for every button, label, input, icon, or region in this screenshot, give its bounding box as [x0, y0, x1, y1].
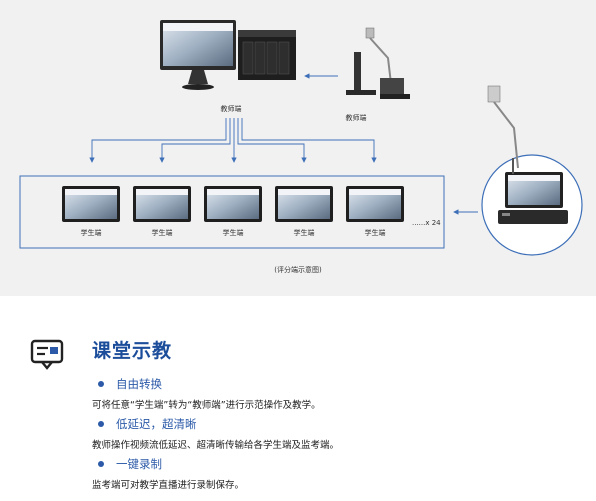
- feature-item-one-click-record: 一键录制 监考端可对教学直播进行录制保存。: [92, 456, 572, 491]
- feature-item-desc: 监考端可对教学直播进行录制保存。: [92, 480, 245, 491]
- student-laptop-5: [346, 186, 404, 222]
- bullet-icon: [98, 461, 104, 467]
- feature-item-title: 自由转换: [116, 377, 162, 391]
- teacher-pc-tower: [238, 30, 296, 80]
- feature-item-low-latency: 低延迟，超清晰 教师操作视频流低延迟、超清晰传输给各学生端及监考端。: [92, 416, 572, 451]
- student-laptop-2: [133, 186, 191, 222]
- teacher-device-circle: [481, 154, 583, 256]
- feature-item-desc: 可将任意“学生端”转为“教师端”进行示范操作及教学。: [92, 400, 321, 411]
- student-label-5: 学生端: [364, 229, 386, 237]
- feature-section: 课堂示教 自由转换 可将任意“学生端”转为“教师端”进行示范操作及教学。 低延迟…: [0, 296, 596, 501]
- feature-item-title: 一键录制: [116, 457, 162, 471]
- teacher-label: 教师端: [220, 105, 242, 113]
- teacher-label-right: 教师端: [345, 114, 367, 122]
- feature-item-title: 低延迟，超清晰: [116, 417, 197, 431]
- bullet-icon: [98, 421, 104, 427]
- student-laptop-4: [275, 186, 333, 222]
- document-camera-large: [487, 85, 519, 169]
- student-label-3: 学生端: [222, 229, 244, 237]
- student-label-4: 学生端: [293, 229, 315, 237]
- student-label-2: 学生端: [151, 229, 173, 237]
- feature-item-desc: 教师操作视频流低延迟、超清晰传输给各学生端及监考端。: [92, 440, 340, 451]
- student-laptop-1: [62, 186, 120, 222]
- bullet-icon: [98, 381, 104, 387]
- student-group-box: [19, 175, 445, 249]
- network-diagram: [19, 20, 583, 256]
- student-label-1: 学生端: [80, 229, 102, 237]
- diagram-caption: (评分端示意图): [274, 266, 322, 274]
- more-students-label: ......x 24: [412, 219, 441, 227]
- teacher-fanout-lines: [89, 118, 377, 163]
- diagram-background: [0, 0, 596, 296]
- presentation-screen-icon: [30, 339, 64, 370]
- student-laptop-3: [204, 186, 262, 222]
- document-camera-small: [346, 27, 410, 99]
- teacher-monitor: [160, 20, 236, 90]
- feature-item-free-switch: 自由转换 可将任意“学生端”转为“教师端”进行示范操作及教学。: [92, 376, 572, 411]
- feature-title: 课堂示教: [92, 340, 173, 362]
